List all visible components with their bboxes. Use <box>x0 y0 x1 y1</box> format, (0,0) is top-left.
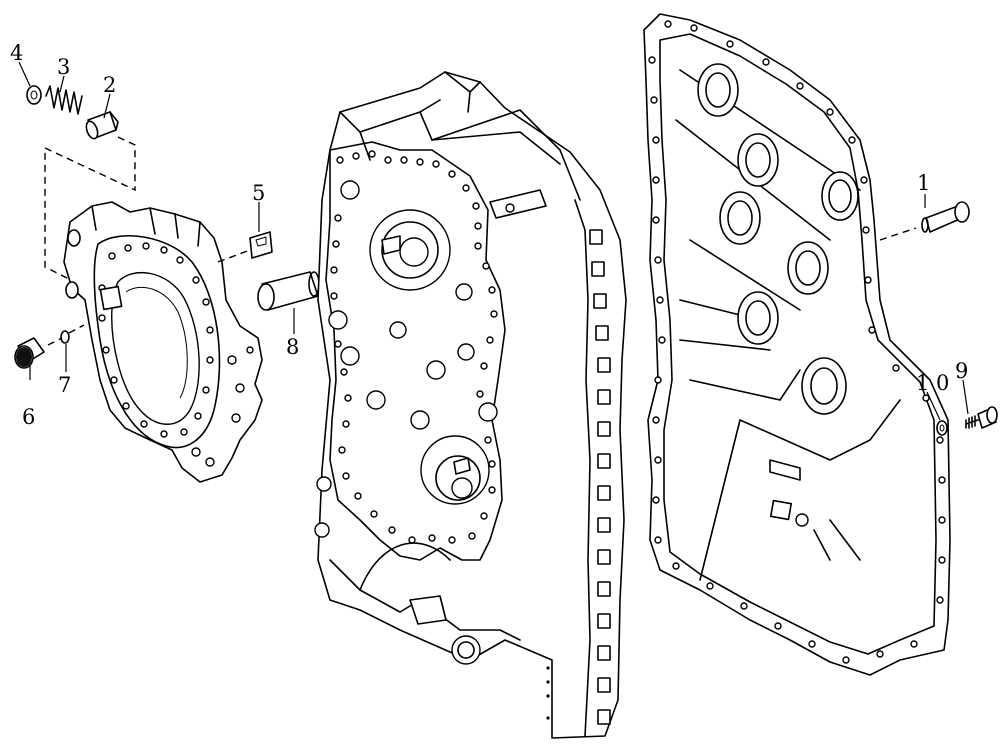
part-rear-cover <box>643 13 951 676</box>
part-2-plunger <box>85 111 119 140</box>
part-7-oring <box>60 330 70 344</box>
part-4-washer <box>26 85 42 105</box>
part-9-screw <box>965 406 998 429</box>
housing-base-dots <box>546 666 550 720</box>
callout-3: 3 <box>57 55 70 79</box>
callout-4: 4 <box>10 41 23 65</box>
assembly-path-key <box>217 249 251 263</box>
callout-1: 1 <box>917 171 930 195</box>
callout-10-digit1: 1 <box>916 371 929 395</box>
callout-7: 7 <box>58 373 71 397</box>
callout-2: 2 <box>103 73 116 97</box>
housing-bolt-holes <box>330 150 498 544</box>
housing-right-ribs <box>589 229 611 725</box>
leader-lines <box>18 61 969 421</box>
cover-bearing-bores <box>697 63 859 415</box>
callout-9: 9 <box>955 359 968 383</box>
cover-bolt-holes <box>98 242 214 438</box>
part-6-plug <box>14 337 45 369</box>
assembly-path-plug <box>47 324 85 346</box>
part-10-washer <box>936 420 948 436</box>
callout-6: 6 <box>22 405 35 429</box>
callout-5: 5 <box>252 181 265 205</box>
part-3-spring <box>45 85 83 115</box>
assembly-path-spring <box>44 136 136 293</box>
callout-10-digit0: 0 <box>936 371 949 395</box>
part-main-housing <box>314 71 627 739</box>
callout-8: 8 <box>286 335 299 359</box>
part-5-key <box>249 231 273 259</box>
part-1-bolt-upper <box>921 201 970 233</box>
part-8-pin <box>257 271 320 311</box>
cover-rim-holes <box>648 20 946 664</box>
assembly-path-bolt-upper <box>879 227 917 241</box>
part-front-cover <box>63 201 263 483</box>
